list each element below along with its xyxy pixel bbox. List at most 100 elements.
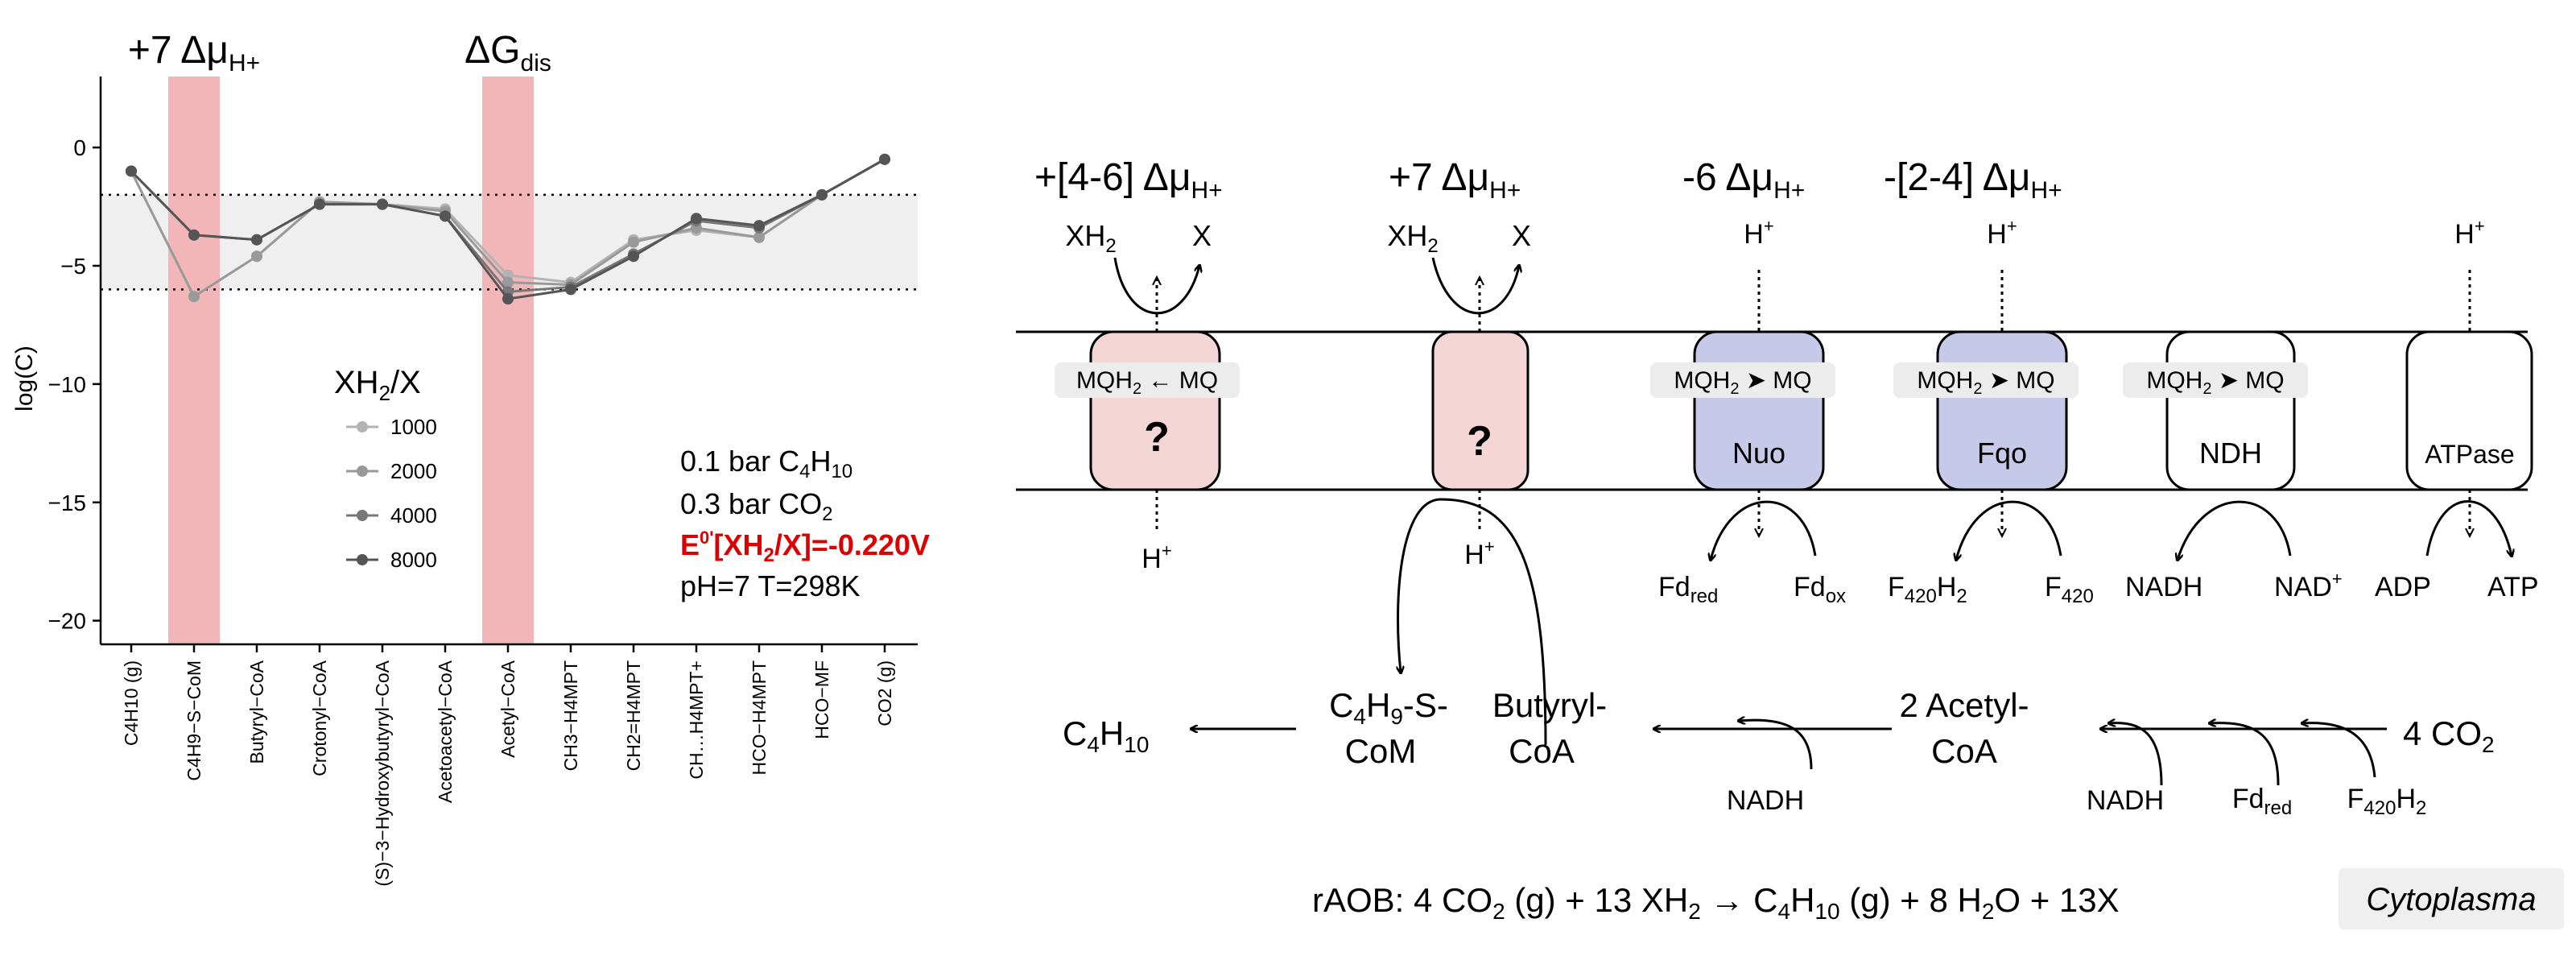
highlight-band bbox=[482, 77, 534, 644]
data-point bbox=[628, 236, 639, 248]
mq-bg-1 bbox=[1055, 362, 1240, 398]
data-point bbox=[188, 229, 200, 241]
x-tick-label: (S)−3−Hydroxybutyryl−CoA bbox=[372, 660, 393, 886]
nadplus-label: NAD+ bbox=[2274, 569, 2343, 602]
data-point bbox=[565, 283, 576, 296]
x-tick-label: CH3−H4MPT bbox=[560, 660, 581, 771]
mq-bg-ndh bbox=[2123, 362, 2308, 398]
data-point bbox=[188, 291, 200, 303]
label-transporter-1: +[4-6] ΔμH+ bbox=[1034, 156, 1223, 204]
acetyl-label: 2 Acetyl- bbox=[1899, 686, 2029, 724]
f420-label: F420 bbox=[2045, 572, 2094, 607]
pathway: C4H10 C4H9-S- CoM Butyryl- CoA NADH 2 Ac… bbox=[1063, 686, 2495, 819]
protein-name-ndh: NDH bbox=[2199, 437, 2262, 470]
fd-red-input: Fdred bbox=[2232, 784, 2292, 819]
fd-input-arrow bbox=[2210, 723, 2280, 786]
legend-swatch-dot bbox=[357, 466, 368, 477]
x-tick-label: HCO−H4MPT bbox=[749, 660, 770, 776]
conditions: 0.1 bar C4H10 0.3 bar CO2 E0'[XH2/X]=-0.… bbox=[680, 445, 930, 602]
fd-red-label: Fdred bbox=[1658, 572, 1718, 607]
x-tick-label: Crotonyl−CoA bbox=[309, 660, 330, 776]
y-tick-label: 0 bbox=[73, 135, 86, 160]
mq-reaction-1: MQH2 ← MQ bbox=[1076, 367, 1218, 398]
hplus-out-atpase: H+ bbox=[2454, 216, 2484, 250]
cytoplasma-label: Cytoplasma bbox=[2366, 882, 2536, 917]
nadh-input-arrow-2 bbox=[2109, 723, 2163, 786]
nadh-label: NADH bbox=[2125, 572, 2202, 602]
legend-label: 8000 bbox=[390, 548, 437, 572]
protein-box-2 bbox=[1431, 330, 1530, 491]
highlight-bands bbox=[168, 77, 534, 644]
protein-unknown-2: XH2 X ? H+ bbox=[1387, 219, 1547, 746]
legend-swatch-dot bbox=[357, 554, 368, 565]
data-point bbox=[816, 188, 828, 201]
hplus-in-2: H+ bbox=[1464, 536, 1494, 570]
x-tick-label: Acetyl−CoA bbox=[497, 660, 518, 757]
question-mark-1: ? bbox=[1144, 414, 1170, 461]
condition-ph-temp: pH=7 T=298K bbox=[680, 569, 861, 602]
data-point bbox=[251, 234, 262, 246]
legend-swatch-dot bbox=[357, 421, 368, 432]
highlight-band bbox=[168, 77, 220, 644]
protein-box-1 bbox=[1089, 330, 1221, 491]
legend-swatch-dot bbox=[357, 510, 368, 521]
question-mark-2: ? bbox=[1467, 418, 1492, 465]
y-tick-label: −10 bbox=[48, 372, 87, 397]
x-tick-label: CH2=H4MPT bbox=[623, 660, 644, 771]
x-tick-label: C4H9−S−CoM bbox=[184, 660, 204, 781]
data-point bbox=[502, 276, 514, 288]
label-transporter-2: +7 ΔμH+ bbox=[1389, 156, 1521, 204]
y-tick-label: −15 bbox=[48, 490, 87, 515]
f420-arrow bbox=[1956, 500, 2062, 560]
atp-label: ATP bbox=[2487, 572, 2539, 602]
f420h2-input-arrow bbox=[2302, 723, 2376, 778]
x-tick-label: CH…H4MPT+ bbox=[686, 660, 707, 780]
data-point bbox=[753, 231, 765, 243]
data-point bbox=[251, 250, 262, 263]
protein-atpase: H+ ATPase ADP ATP bbox=[2375, 216, 2539, 602]
legend-label: 2000 bbox=[390, 459, 437, 483]
data-point bbox=[753, 220, 765, 232]
x-tick-label: Butyryl−CoA bbox=[246, 660, 267, 764]
protein-ndh: MQH2 ➤ MQ NDH NADH NAD+ bbox=[2123, 330, 2343, 602]
data-point bbox=[314, 198, 325, 210]
coa-label-1: CoA bbox=[1509, 732, 1575, 770]
coa-label-2: CoA bbox=[1931, 732, 1997, 770]
butyryl-label: Butyryl- bbox=[1492, 686, 1607, 724]
legend-label: 4000 bbox=[390, 503, 437, 528]
xh2-to-x-arrow-2 bbox=[1431, 257, 1519, 315]
protein-unknown-1: XH2 X MQH2 ← MQ ? H+ bbox=[1055, 219, 1240, 574]
xh2-to-x-arrow-1 bbox=[1113, 257, 1199, 315]
protein-name-nuo: Nuo bbox=[1732, 437, 1785, 470]
mq-reaction-nuo: MQH2 ➤ MQ bbox=[1674, 367, 1811, 398]
legend-label: 1000 bbox=[390, 415, 437, 439]
protein-fqo: H+ MQH2 ➤ MQ Fqo F420H2 F420 bbox=[1888, 216, 2094, 607]
c4h10-label: C4H10 bbox=[1063, 714, 1149, 757]
fd-arrow bbox=[1711, 500, 1817, 560]
hplus-in-1: H+ bbox=[1141, 540, 1171, 574]
series-layer bbox=[126, 153, 890, 305]
data-point bbox=[440, 210, 451, 222]
y-ticks: 0−5−10−15−20 bbox=[48, 135, 101, 634]
f420h2-label: F420H2 bbox=[1888, 572, 1967, 607]
adp-atp-arrow bbox=[2425, 500, 2512, 557]
protein-name-fqo: Fqo bbox=[1977, 437, 2027, 470]
y-axis-label: log(C) bbox=[11, 346, 38, 412]
band-label-dg: ΔGdis bbox=[464, 29, 551, 77]
mq-bg-nuo bbox=[1650, 362, 1835, 398]
xh2-label-2: XH2 bbox=[1387, 219, 1438, 257]
fd-ox-label: Fdox bbox=[1794, 572, 1846, 607]
label-nuo: -6 ΔμH+ bbox=[1682, 156, 1805, 204]
y-tick-label: −20 bbox=[48, 609, 87, 634]
x-label-1: X bbox=[1192, 219, 1212, 252]
hplus-out-fqo: H+ bbox=[1987, 216, 2017, 250]
condition-potential: E0'[XH2/X]=-0.220V bbox=[680, 528, 930, 566]
mq-reaction-fqo: MQH2 ➤ MQ bbox=[1917, 367, 2054, 398]
membrane-diagram: +[4-6] ΔμH+ +7 ΔμH+ -6 ΔμH+ -[2-4] ΔμH+ … bbox=[1016, 156, 2564, 929]
cytoplasma-box bbox=[2339, 868, 2564, 929]
data-point bbox=[628, 250, 639, 263]
label-fqo: -[2-4] ΔμH+ bbox=[1884, 156, 2062, 204]
